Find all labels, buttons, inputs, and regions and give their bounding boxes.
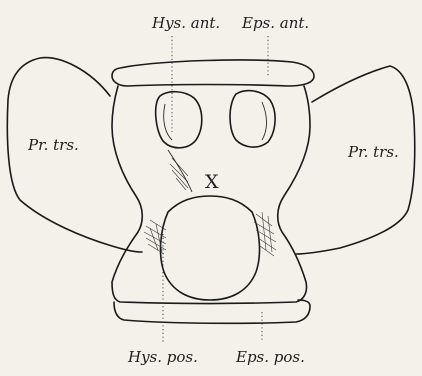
neural-canal <box>161 196 260 300</box>
right-anterior-foramen <box>230 91 275 147</box>
label-hys-pos: Hys. pos. <box>127 348 198 366</box>
centrum <box>112 86 310 304</box>
left-transverse-process <box>7 58 142 252</box>
label-center-x: X <box>205 171 219 193</box>
right-lower-hatching <box>254 212 276 256</box>
label-hys-ant: Hys. ant. <box>151 14 220 32</box>
left-foramen-shade <box>164 104 172 140</box>
left-lateral-hatching <box>168 150 192 192</box>
label-eps-ant: Eps. ant. <box>241 14 309 32</box>
left-anterior-foramen <box>156 92 202 148</box>
label-pr-trs-right: Pr. trs. <box>347 143 399 161</box>
label-eps-pos: Eps. pos. <box>235 348 305 366</box>
right-foramen-shade <box>262 102 267 140</box>
label-pr-trs-left: Pr. trs. <box>27 136 79 154</box>
anterior-epiphysis <box>112 60 314 86</box>
